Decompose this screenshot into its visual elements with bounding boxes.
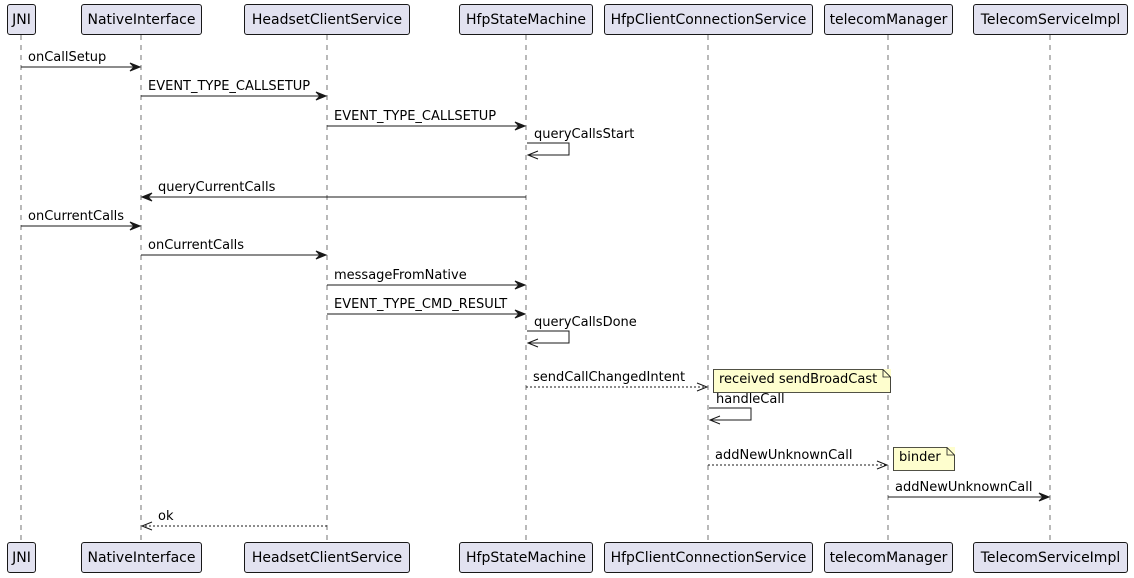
self-message-line [527,142,570,156]
participant-tsi-top: TelecomServiceImpl [973,4,1128,35]
arrow-head [129,62,142,72]
message-label: EVENT_TYPE_CALLSETUP [148,79,311,94]
participant-telecom-bottom: telecomManager [824,542,953,573]
note-text: received sendBroadCast [719,372,878,387]
message-label: messageFromNative [334,268,467,283]
message-label: handleCall [716,392,785,407]
message-label: sendCallChangedIntent [533,370,686,385]
message-label: queryCurrentCalls [158,180,276,195]
arrow-head [526,150,539,160]
arrow-head [876,460,889,470]
message-label: EVENT_TYPE_CALLSETUP [334,109,497,124]
arrow-head [514,121,527,131]
note-outline [893,447,955,471]
arrow-head [129,221,142,231]
message-label: addNewUnknownCall [715,448,853,463]
message-label: addNewUnknownCall [895,480,1033,495]
arrow-head [708,415,721,425]
message-label: ok [158,509,174,524]
participant-telecom-top: telecomManager [824,4,953,35]
message-label: EVENT_TYPE_CMD_RESULT [334,297,508,312]
participant-hfpconn-top: HfpClientConnectionService [604,4,813,35]
self-message-line [527,330,570,344]
participant-native-bottom: NativeInterface [81,542,202,573]
participant-headset-bottom: HeadsetClientService [244,542,410,573]
note-outline [713,369,891,393]
participant-jni-top: JNI [7,4,36,35]
arrow-head [514,309,527,319]
arrow-head [1038,492,1051,502]
arrow-head [315,91,328,101]
message-label: queryCallsDone [534,315,637,330]
message-label: onCurrentCalls [28,209,125,224]
arrow-head [696,382,709,392]
participant-headset-top: HeadsetClientService [244,4,410,35]
participant-hfpconn-bottom: HfpClientConnectionService [604,542,813,573]
note: binder [893,447,955,471]
arrow-head [526,338,539,348]
note-border [893,447,955,471]
message-label: onCurrentCalls [148,238,245,253]
message-label: queryCallsStart [534,127,635,142]
note: received sendBroadCast [713,369,892,393]
arrow-head [140,521,153,531]
arrow-head [140,192,153,202]
self-message-line [709,407,752,421]
message-label: onCallSetup [28,50,107,65]
participant-native-top: NativeInterface [81,4,202,35]
arrow-head [514,280,527,290]
participant-jni-bottom: JNI [7,542,36,573]
participant-tsi-bottom: TelecomServiceImpl [973,542,1128,573]
participant-hfpsm-bottom: HfpStateMachine [459,542,593,573]
note-border [713,369,891,393]
participant-hfpsm-top: HfpStateMachine [459,4,593,35]
arrow-head [315,250,328,260]
note-text: binder [899,450,941,465]
